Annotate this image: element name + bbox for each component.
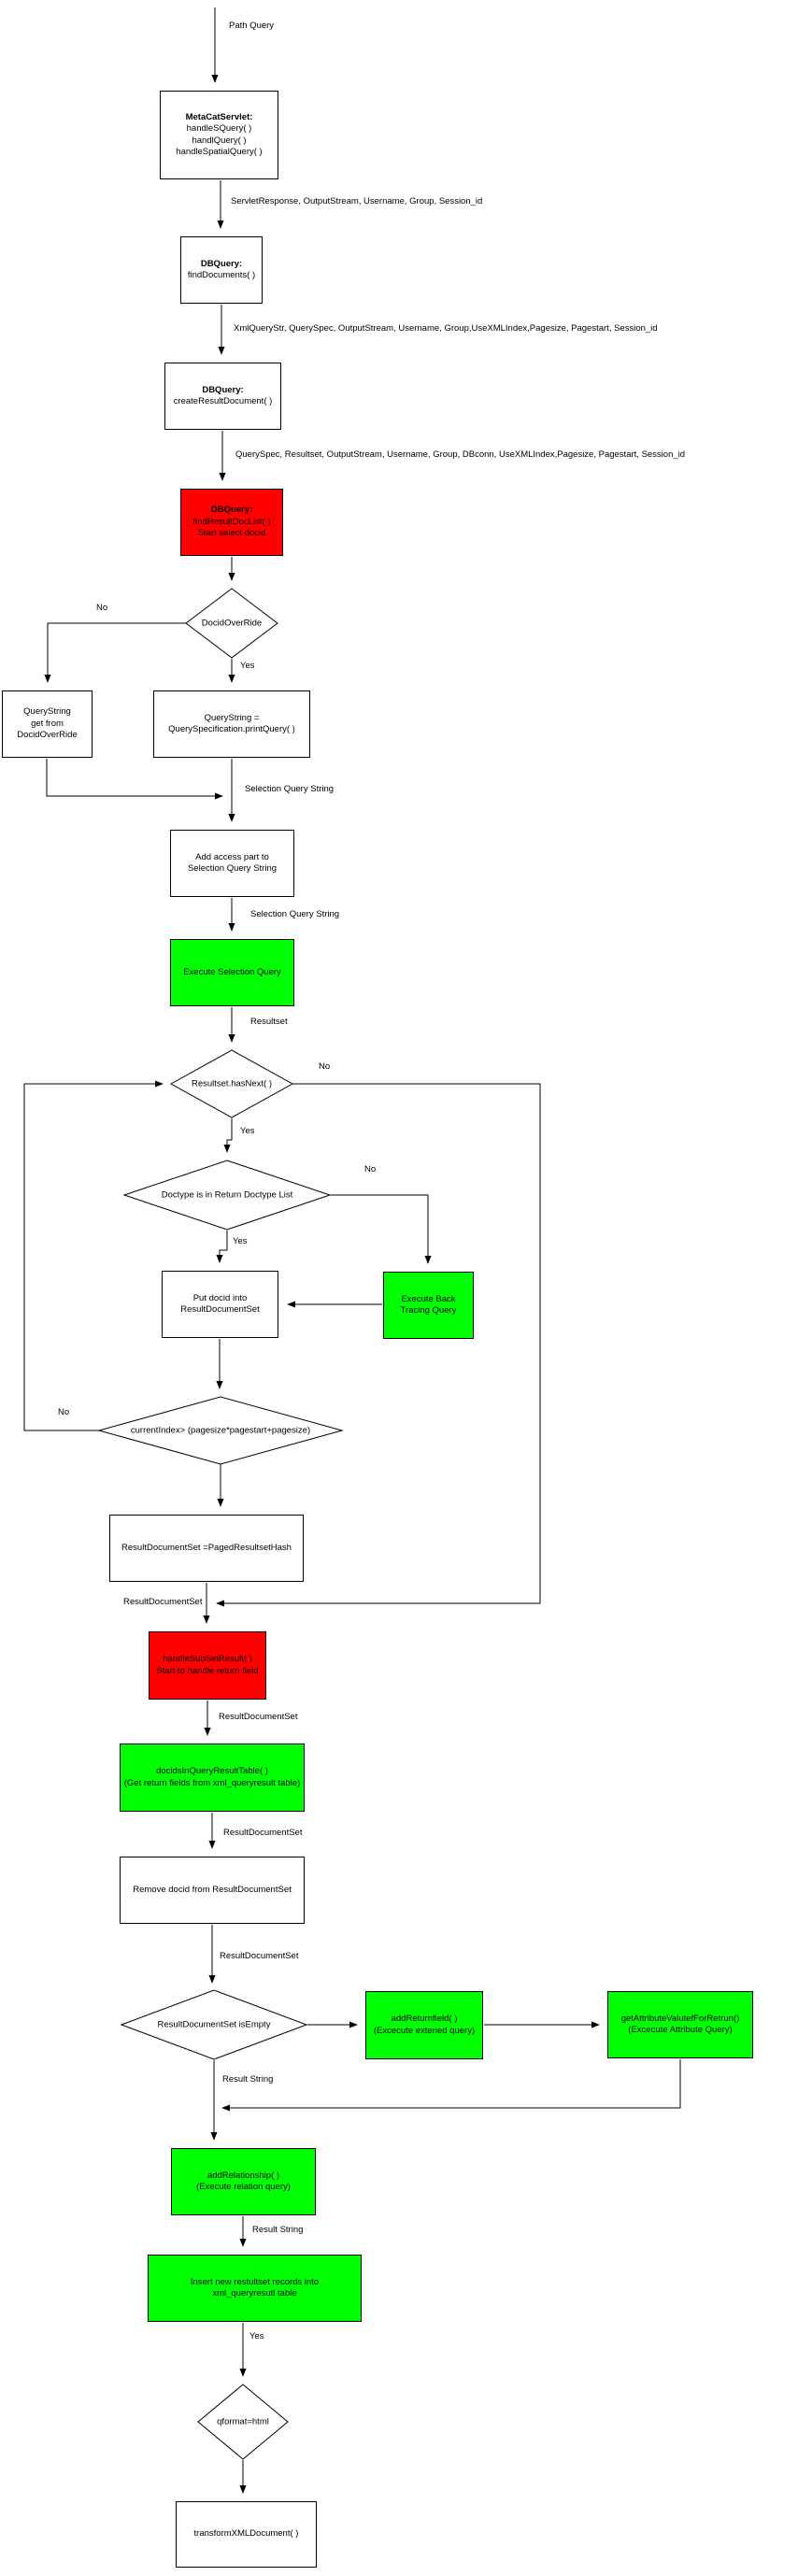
node-line: Start to handle return field (156, 1665, 259, 1676)
node-line: handleSQuery( ) (186, 123, 252, 135)
node-dbquery-finddocuments: DBQuery: findDocuments( ) (180, 236, 263, 304)
decision-doctype-shape (122, 1160, 332, 1231)
edge-label-result-document-set-1: ResultDocumentSet (123, 1597, 203, 1607)
edge-label-current-index-no: No (58, 1407, 70, 1417)
edge-label-docid-yes: Yes (240, 661, 255, 671)
node-line: findResultDocList( ) (192, 516, 271, 527)
decision-qformat-shape (197, 2384, 289, 2460)
decision-current-index-shape (97, 1396, 344, 1465)
node-transform-xml-document: transformXMLDocument( ) (176, 2501, 317, 2568)
node-line: transformXMLDocument( ) (193, 2528, 299, 2540)
node-line: Start select docid (197, 528, 266, 539)
node-line: findDocuments( ) (187, 270, 256, 280)
edge-label-selection-query-string-2: Selection Query String (250, 909, 340, 919)
node-line: handleSpatialQuery( ) (176, 146, 263, 157)
decision-hasnext-label: Resultset.hasNext( ) (191, 1078, 273, 1089)
node-querystring-print: QueryString = QuerySpecification.printQu… (153, 690, 310, 758)
node-line: (Execute relation query) (196, 2182, 291, 2192)
node-paged-resultset-hash: ResultDocumentSet =PagedResultsetHash (109, 1515, 304, 1582)
edge-label-result-document-set-2: ResultDocumentSet (219, 1712, 298, 1722)
decision-doctype-label: Doctype is in Return Doctype List (161, 1189, 293, 1201)
decision-isempty-label: ResultDocumentSet isEmpty (157, 2019, 271, 2030)
edge-label-hasnext-no: No (319, 1061, 331, 1072)
edge-label-qformat-yes: Yes (249, 2331, 264, 2341)
decision-qformat-label: qformat=html (217, 2416, 269, 2427)
node-insert-resultset-records: Insert new restultset records into xml_q… (148, 2255, 362, 2322)
node-dbquery-createresultdocument: DBQuery: createResultDocument( ) (164, 363, 281, 430)
node-line: (Excecute Attribute Query) (628, 2025, 733, 2035)
node-add-returnfield: addReturnfield( ) (Excecute extened quer… (365, 1991, 483, 2059)
node-line: (Get return fields from xml_queryresult … (123, 1777, 301, 1788)
node-line: (Excecute extened query) (373, 2025, 476, 2036)
node-line: handleSubSetResult( ) (163, 1654, 252, 1665)
decision-diamonds (97, 588, 344, 2460)
decision-docid-override-label: DocidOverRide (201, 618, 263, 629)
node-execute-back-tracing: Execute Back Tracing Query (383, 1272, 474, 1339)
edge-label-servlet-params: ServletResponse, OutputStream, Username,… (231, 196, 483, 206)
node-line: Put docid into (192, 1292, 248, 1303)
edge-label-result-string-2: Result String (252, 2225, 304, 2235)
edge-label-result-document-set-3: ResultDocumentSet (223, 1828, 303, 1838)
edge-label-queryspec-params: QuerySpec, Resultset, OutputStream, User… (235, 449, 686, 460)
edge-label-result-document-set-4: ResultDocumentSet (220, 1951, 299, 1961)
node-docids-in-queryresult-table: docidsInQueryResultTable( ) (Get return … (120, 1743, 305, 1812)
node-metacatservlet: MetaCatServlet: handleSQuery( ) handlQue… (160, 91, 278, 179)
node-line: DocidOverRide (17, 730, 78, 741)
node-line: getAttributeValutefForRetrun() (620, 2013, 740, 2024)
edge-label-result-string-1: Result String (222, 2074, 274, 2085)
edge-label-xml-params: XmlQueryStr, QuerySpec, OutputStream, Us… (234, 323, 658, 334)
decision-docid-override-shape (185, 588, 278, 659)
decision-isempty-shape (120, 1989, 308, 2060)
edge-label-selection-query-string-1: Selection Query String (245, 784, 335, 794)
node-line: Remove docid from ResultDocumentSet (133, 1884, 292, 1895)
node-line: Tracing Query (400, 1305, 457, 1316)
node-handle-subset-result: handleSubSetResult( ) Start to handle re… (149, 1631, 266, 1700)
node-line: get from (31, 718, 64, 729)
node-line: createResultDocument( ) (173, 396, 273, 406)
node-get-attribute-value: getAttributeValutefForRetrun() (Excecute… (607, 1991, 753, 2058)
node-line: QueryString (23, 706, 71, 718)
node-line: handlQuery( ) (192, 135, 247, 146)
node-put-docid: Put docid into ResultDocumentSet (162, 1271, 278, 1338)
node-line: xml_queryresutl table (212, 2288, 297, 2298)
node-line: Insert new restultset records into (190, 2276, 320, 2287)
node-line: addRelationship( ) (207, 2170, 280, 2181)
edge-label-resultset: Resultset (250, 1017, 288, 1027)
node-line: ResultDocumentSet =PagedResultsetHash (121, 1542, 292, 1553)
arrow-paths (23, 7, 681, 2494)
decision-hasnext-shape (169, 1049, 294, 1118)
node-line: Add access part to (195, 851, 269, 862)
node-line: ResultDocumentSet (180, 1304, 260, 1315)
node-dbquery-findresultdoclist: DBQuery: findResultDocList( ) Start sele… (180, 489, 283, 556)
edge-label-docid-no: No (96, 603, 108, 613)
edge-label-doctype-no: No (364, 1164, 377, 1174)
node-add-access-part: Add access part to Selection Query Strin… (170, 830, 294, 897)
decision-current-index-label: currentIndex> (pagesize*pagestart+pagesi… (130, 1425, 311, 1436)
node-line: QueryString = (204, 712, 260, 723)
edge-label-path-query: Path Query (229, 21, 275, 31)
node-line: addReturnfield( ) (391, 2014, 458, 2025)
node-remove-docid: Remove docid from ResultDocumentSet (120, 1857, 305, 1924)
node-add-relationship: addRelationship( ) (Execute relation que… (171, 2148, 316, 2215)
node-title: DBQuery: (202, 384, 244, 395)
edge-label-hasnext-yes: Yes (240, 1126, 255, 1136)
node-line: Execute Selection Query (183, 966, 281, 977)
node-title: DBQuery: (210, 505, 253, 516)
node-title: DBQuery: (200, 258, 243, 269)
node-line: Selection Query String (187, 863, 278, 874)
node-line: Execute Back (401, 1293, 456, 1304)
node-line: docidsInQueryResultTable( ) (156, 1766, 268, 1777)
node-execute-selection-query: Execute Selection Query (170, 939, 294, 1006)
edge-label-doctype-yes: Yes (233, 1236, 248, 1246)
node-title: MetaCatServlet: (185, 111, 253, 122)
node-line: QuerySpecification.printQuery( ) (168, 724, 295, 734)
node-querystring-get: QueryString get from DocidOverRide (2, 690, 93, 758)
